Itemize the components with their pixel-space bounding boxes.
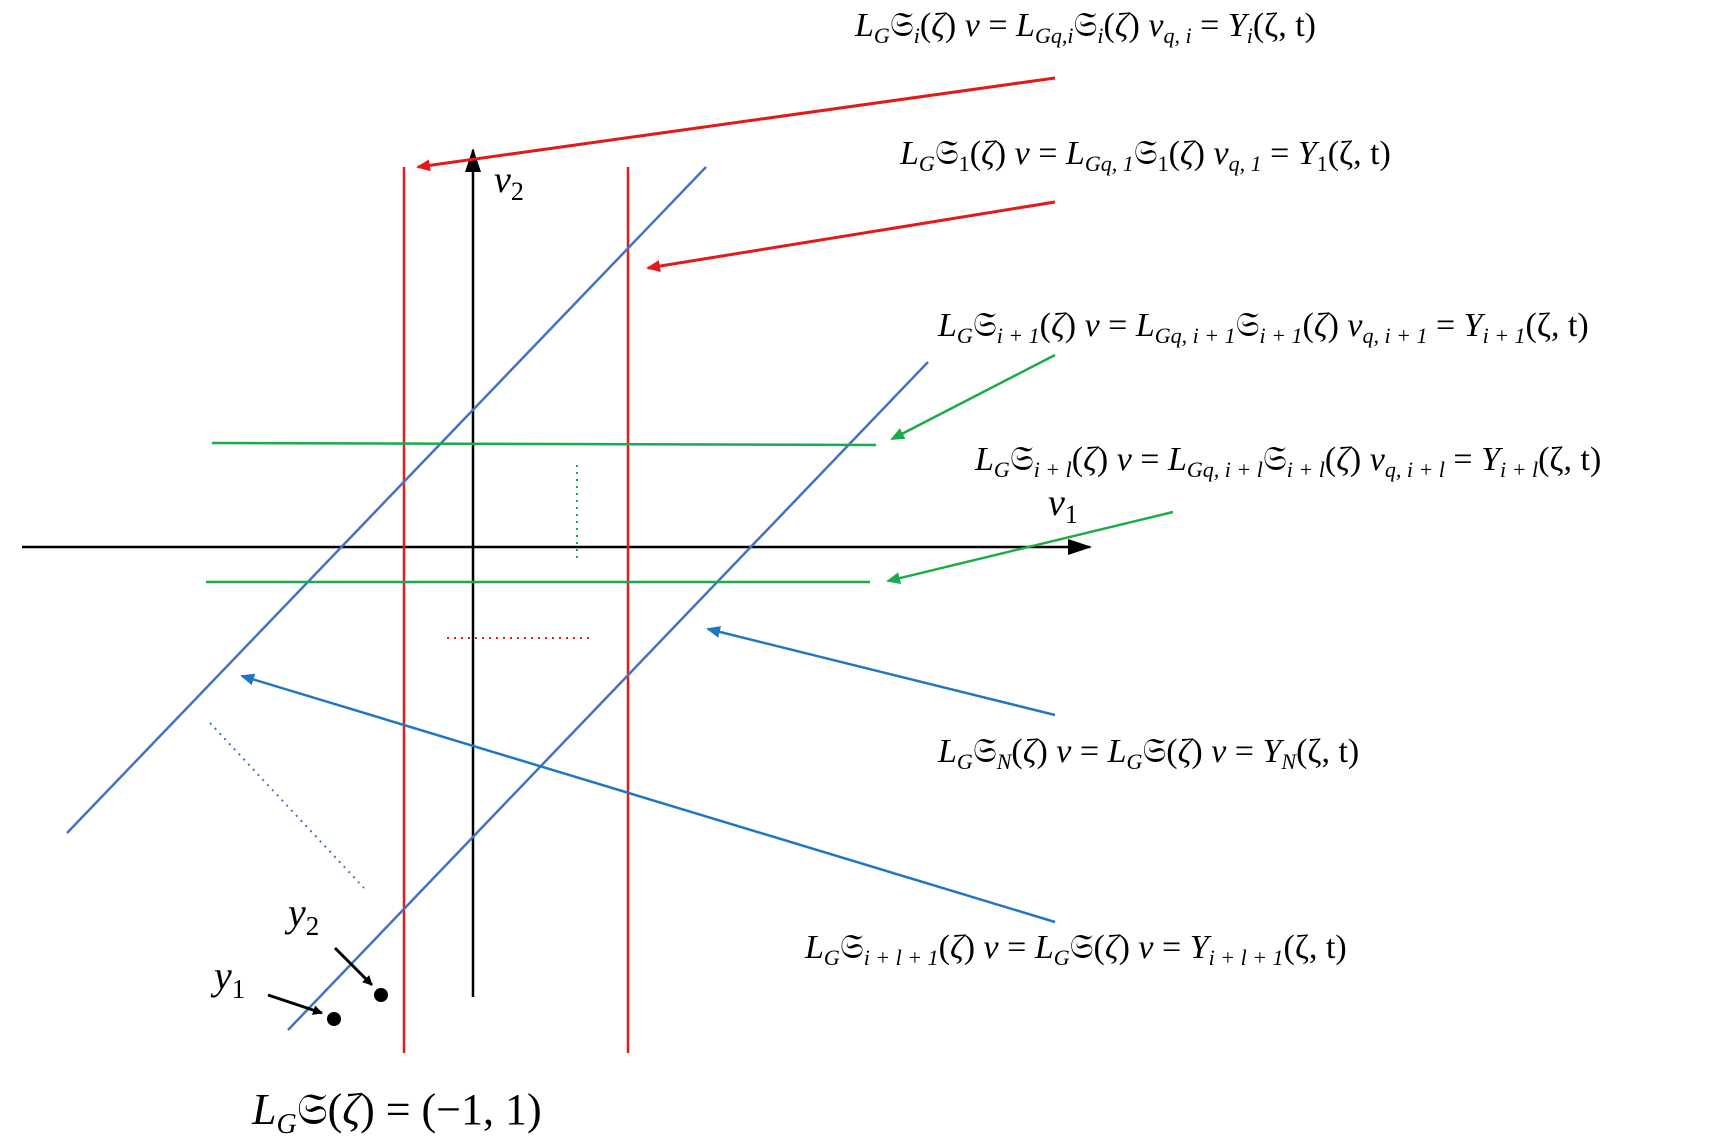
green-arrow-il xyxy=(886,510,1174,585)
blue-dotted xyxy=(209,722,365,889)
label-row-N: LG𝔖N(ζ) v = LG𝔖(ζ) v = YN(ζ, t) xyxy=(937,731,1359,774)
label-row-i-plus-l-plus-1: LG𝔖i + l + 1(ζ) v = LG𝔖(ζ) v = Yi + l + … xyxy=(804,927,1347,970)
label-row-i-plus-1: LG𝔖i + 1(ζ) v = LGq, i + 1𝔖i + 1(ζ) vq, … xyxy=(937,305,1589,348)
label-row-1: LG𝔖1(ζ) v = LGq, 1𝔖1(ζ) vq, 1 = Y1(ζ, t) xyxy=(899,133,1391,176)
blue-arrow-N xyxy=(706,626,1056,717)
label-row-i: LG𝔖i(ζ) v = LGq,i𝔖i(ζ) vq, i = Yi(ζ, t) xyxy=(854,5,1316,48)
y1-label: y1 xyxy=(210,953,245,1004)
red-arrow-i xyxy=(416,76,1056,172)
green-bound-upper xyxy=(211,441,877,447)
point-y2 xyxy=(374,988,388,1002)
red-arrow-1 xyxy=(646,200,1056,273)
v2-axis-label: v2 xyxy=(494,159,524,206)
green-arrow-i1 xyxy=(890,353,1056,441)
blue-arrow-il1 xyxy=(240,673,1056,924)
v1-axis-label: v1 xyxy=(1048,482,1078,529)
point-y1 xyxy=(327,1012,341,1026)
label-row-i-plus-l: LG𝔖i + l(ζ) v = LGq, i + l𝔖i + l(ζ) vq, … xyxy=(974,439,1601,482)
blue-band-upper xyxy=(66,166,707,834)
y2-pointer xyxy=(333,946,374,987)
y2-label: y2 xyxy=(284,890,319,941)
blue-band-lower xyxy=(287,361,929,1031)
y1-pointer xyxy=(267,993,323,1015)
domain-label: LG𝔖(ζ) = (−1, 1) xyxy=(251,1084,542,1140)
